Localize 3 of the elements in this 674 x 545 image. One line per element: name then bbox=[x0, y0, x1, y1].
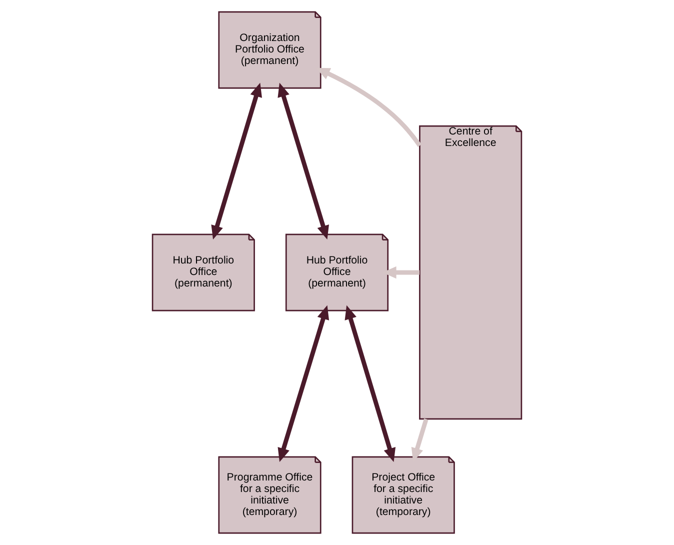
arrow bbox=[278, 82, 329, 240]
arrow bbox=[278, 305, 330, 462]
arrow bbox=[344, 305, 396, 462]
